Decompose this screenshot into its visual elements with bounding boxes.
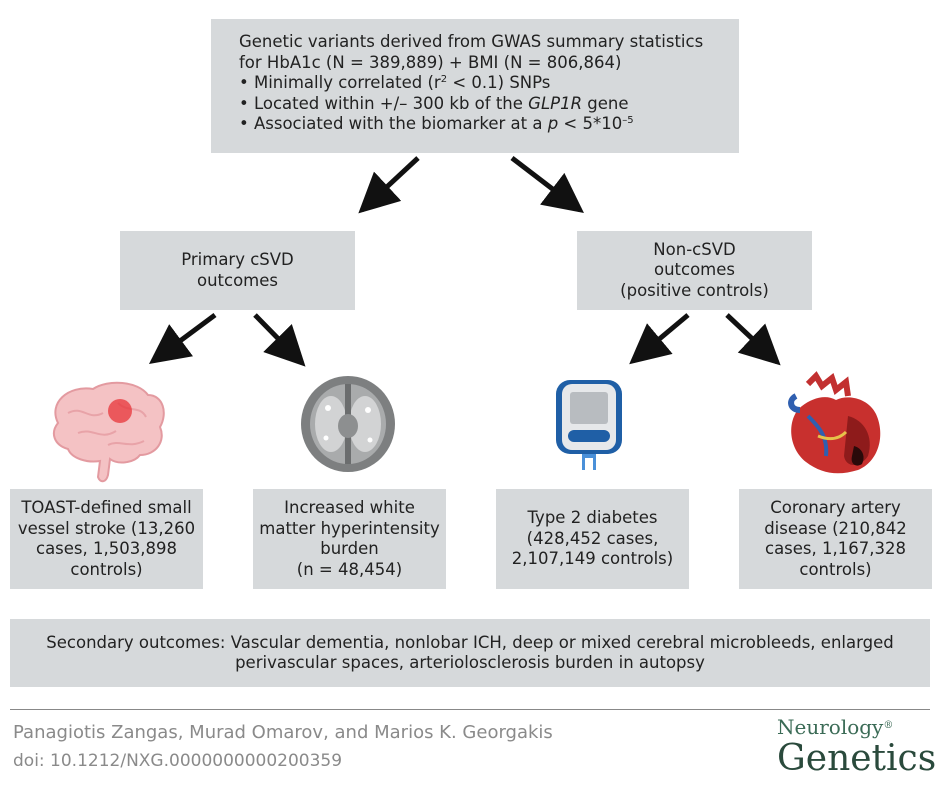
arrow-top-to-primary: [358, 156, 420, 214]
noncsvd-line-3: (positive controls): [620, 280, 769, 300]
glucometer-icon: [556, 380, 622, 472]
noncsvd-line-2: outcomes: [653, 260, 735, 280]
outcome-line: controls): [70, 559, 143, 579]
outcome-line: Coronary artery: [770, 498, 901, 517]
heart-icon: [788, 371, 881, 474]
outcome-line: controls): [799, 559, 872, 579]
outcome-line: 2,107,149 controls): [511, 549, 674, 569]
brain-mri-icon: [301, 376, 395, 472]
arrow-primary-to-wmh: [253, 313, 306, 367]
outcome-line: matter hyperintensity: [259, 518, 440, 538]
top-bullet-2: • Located within +/– 300 kb of the GLP1R…: [239, 93, 629, 113]
top-bullet-1: • Minimally correlated (r2 < 0.1) SNPs: [239, 73, 551, 92]
outcome-line: cases, 1,167,328: [765, 539, 906, 558]
noncsvd-box: Non-cSVD outcomes (positive controls): [577, 231, 812, 310]
secondary-outcomes-box: Secondary outcomes: Vascular dementia, n…: [10, 619, 930, 687]
outcome-line: vessel stroke (13,260: [17, 518, 196, 538]
doi-link[interactable]: doi: 10.1212/NXG.0000000000200359: [13, 751, 343, 771]
registered-mark: ®: [883, 720, 894, 731]
noncsvd-line-1: Non-cSVD: [653, 239, 736, 259]
footer-divider: [10, 709, 930, 710]
arrow-primary-to-stroke: [148, 312, 217, 364]
outcome-type-2-diabetes: Type 2 diabetes (428,452 cases, 2,107,14…: [496, 489, 689, 589]
authors: Panagiotis Zangas, Murad Omarov, and Mar…: [13, 722, 553, 743]
primary-line-2: outcomes: [196, 270, 278, 290]
secondary-line-2: perivascular spaces, arteriolosclerosis …: [235, 653, 705, 672]
primary-csvd-box: Primary cSVD outcomes: [120, 231, 355, 310]
outcome-line: TOAST-defined small: [21, 498, 192, 517]
outcome-line: (428,452 cases,: [526, 528, 659, 548]
brain-icon: [52, 381, 165, 483]
top-line-1: Genetic variants derived from GWAS summa…: [239, 32, 704, 51]
journal-logo-bottom: Genetics: [777, 738, 937, 779]
arrow-noncsvd-to-diabetes: [629, 313, 690, 365]
outcome-white-matter-hyperintensity: Increased white matter hyperintensity bu…: [253, 489, 446, 589]
outcome-line: disease (210,842: [764, 518, 907, 538]
outcome-line: burden: [320, 539, 379, 558]
top-bullet-3: • Associated with the biomarker at a p <…: [239, 114, 634, 133]
arrow-noncsvd-to-cad: [725, 313, 781, 366]
secondary-line-1: Secondary outcomes: Vascular dementia, n…: [46, 632, 894, 652]
outcome-line: Type 2 diabetes: [527, 508, 658, 528]
genetic-variants-box: Genetic variants derived from GWAS summa…: [211, 19, 739, 153]
outcome-small-vessel-stroke: TOAST-defined small vessel stroke (13,26…: [10, 489, 203, 589]
outcome-coronary-artery-disease: Coronary artery disease (210,842 cases, …: [739, 489, 932, 589]
journal-logo-top: Neurology®: [777, 715, 893, 739]
outcome-line: cases, 1,503,898: [36, 539, 177, 558]
top-line-2: for HbA1c (N = 389,889) + BMI (N = 806,8…: [239, 52, 622, 72]
primary-line-1: Primary cSVD: [181, 250, 294, 269]
arrow-top-to-noncsvd: [510, 156, 584, 214]
journal-name-top: Neurology: [777, 715, 884, 739]
outcome-line: Increased white: [284, 498, 415, 517]
outcome-line: (n = 48,454): [296, 559, 403, 579]
